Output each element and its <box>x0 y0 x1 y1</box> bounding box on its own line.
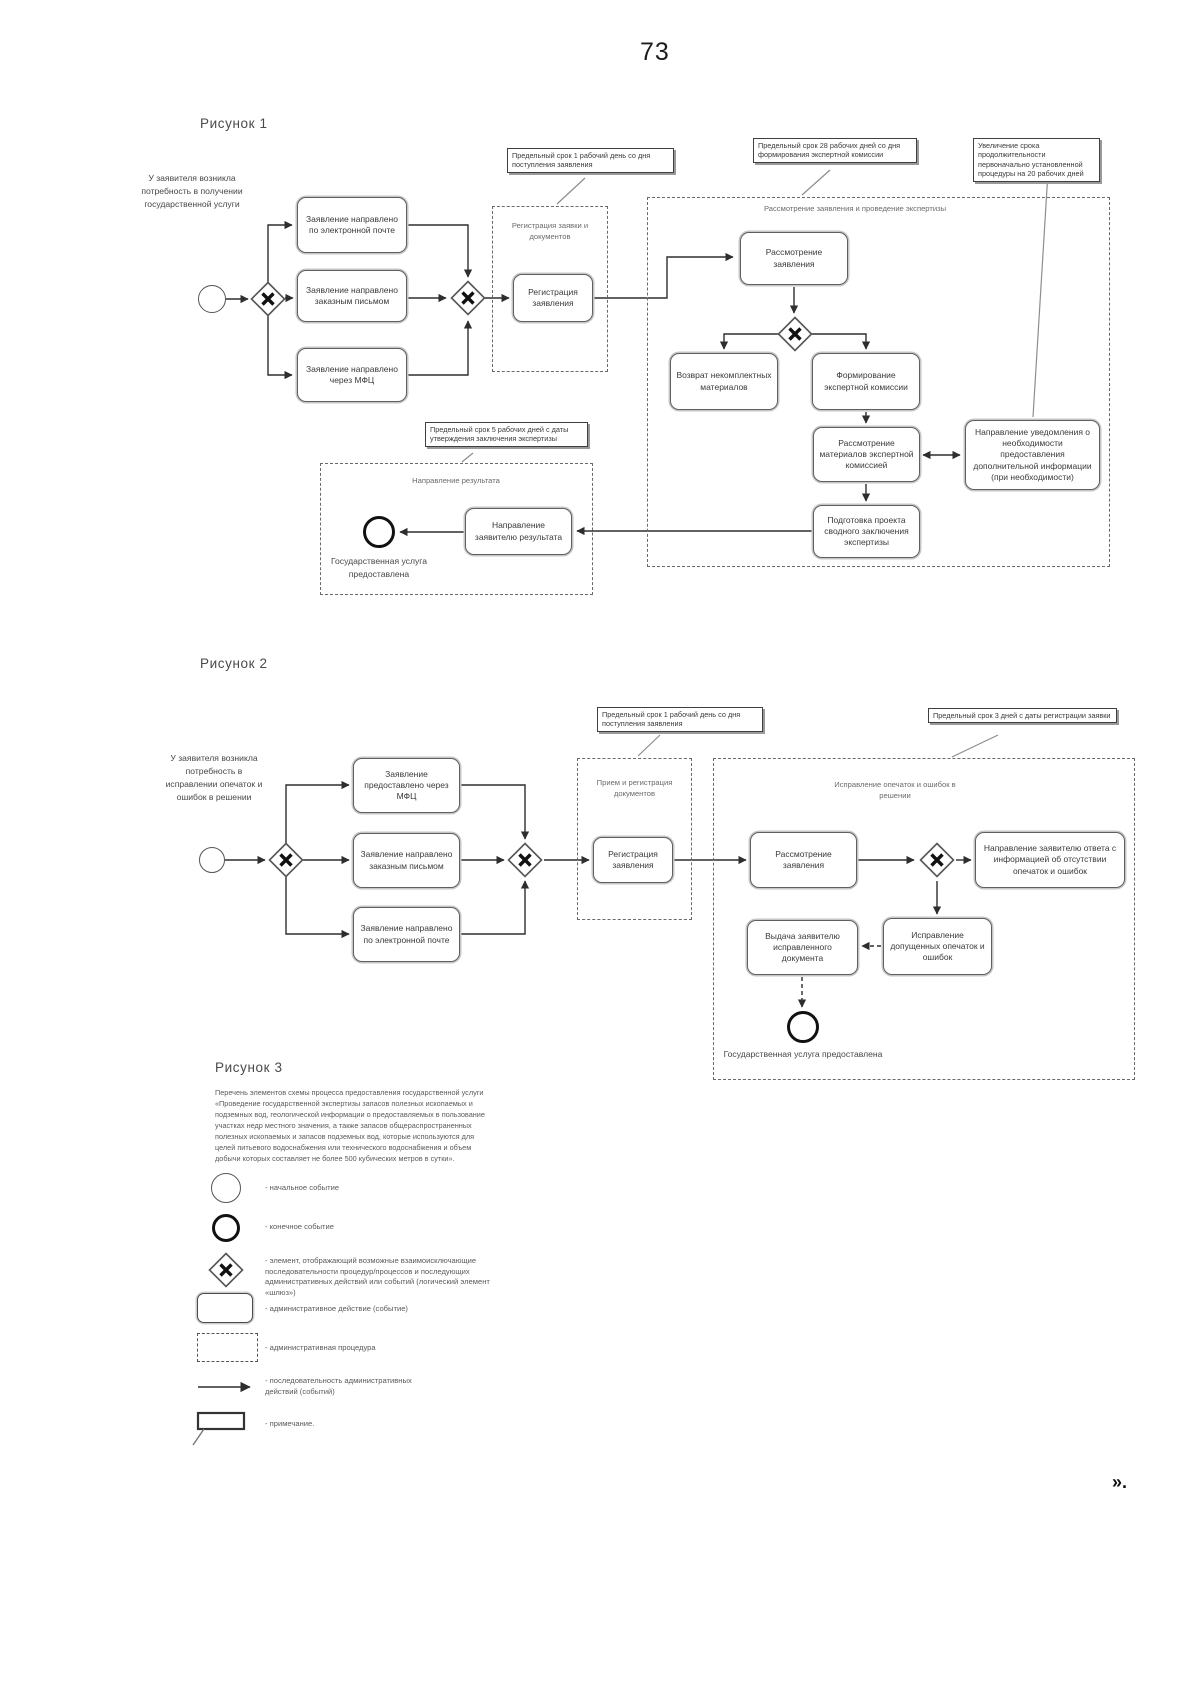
group-send-result-title: Направление результата <box>412 476 500 485</box>
task-application-mfc: Заявление предоставлено через МФЦ <box>353 758 460 813</box>
page-number: 73 <box>640 38 670 66</box>
callout-commission-deadline: Предельный срок 28 рабочих дней со дня ф… <box>753 138 917 163</box>
xor-gateway-icon <box>450 280 486 316</box>
legend-note-icon <box>192 1411 246 1446</box>
task-review-application: Рассмотрение заявления <box>750 832 857 888</box>
group-registration-title: Регистрация заявки и документов <box>511 221 589 241</box>
task-notice-additional-info: Направление уведомления о необходимости … <box>965 420 1100 490</box>
legend-start-event-icon <box>211 1173 241 1203</box>
figure-1-diagram: Рисунок 1 У заявителя возникла потребнос… <box>130 100 1140 620</box>
figure-1-actor-note: У заявителя возникла потребность в получ… <box>141 173 243 209</box>
figure-2-actor-note: У заявителя возникла потребность в испра… <box>165 753 263 802</box>
group-correction-title: Исправление опечаток и ошибок в решении <box>834 780 956 800</box>
figure-2-caption: Рисунок 2 <box>200 656 268 671</box>
callout-extension-deadline: Увеличение срока продолжительности перво… <box>973 138 1100 182</box>
start-event <box>199 847 225 873</box>
callout-result-deadline: Предельный срок 5 рабочих дней с даты ут… <box>425 422 588 447</box>
xor-gateway-merge <box>507 842 543 878</box>
xor-gateway-merge <box>450 280 486 316</box>
task-return-materials: Возврат некомплектных материалов <box>670 353 778 410</box>
legend-action-icon <box>197 1293 253 1323</box>
figure-2-connectors <box>225 734 999 1008</box>
legend-note-label: - примечание. <box>265 1419 315 1428</box>
group-registration-title: Прием и регистрация документов <box>596 778 673 798</box>
legend-start-event-label: - начальное событие <box>265 1183 340 1192</box>
task-form-commission: Формирование экспертной комиссии <box>812 353 920 410</box>
group-correction <box>713 758 1135 1080</box>
xor-gateway-icon <box>507 842 543 878</box>
figure-1-caption: Рисунок 1 <box>200 116 268 131</box>
task-application-email: Заявление направлено по электронной почт… <box>353 907 460 962</box>
task-application-email: Заявление направлено по электронной почт… <box>297 197 407 253</box>
xor-gateway-icon <box>208 1252 244 1288</box>
xor-gateway-icon <box>919 842 955 878</box>
figure-2-diagram: Рисунок 2 У заявителя возникла потребнос… <box>130 640 1150 1110</box>
xor-gateway-review <box>777 316 813 352</box>
figure-3-legend: Рисунок 3 Перечень элементов схемы проце… <box>130 1040 1080 1470</box>
legend-xor-gateway-icon <box>208 1252 244 1288</box>
task-application-mail: Заявление направлено заказным письмом <box>297 270 407 322</box>
group-review <box>647 197 1110 567</box>
group-review-title: Рассмотрение заявления и проведение эксп… <box>763 204 947 213</box>
end-event <box>787 1011 819 1043</box>
xor-gateway-icon <box>250 281 286 317</box>
figure-2-end-note: Государственная услуга предоставлена <box>723 1049 883 1059</box>
legend-procedure-label: - административная процедура <box>265 1343 376 1352</box>
figure-3-intro: Перечень элементов схемы процесса предос… <box>215 1088 485 1163</box>
group-registration <box>577 758 692 920</box>
task-issue-document: Выдача заявителю исправленного документа <box>747 920 858 975</box>
legend-action-label: - административное действие (событие) <box>265 1304 408 1313</box>
end-event <box>363 516 395 548</box>
task-review-materials: Рассмотрение материалов экспертной комис… <box>813 427 920 482</box>
task-fix-errors: Исправление допущенных опечаток и ошибок <box>883 918 992 975</box>
group-send-result <box>320 463 593 595</box>
legend-end-event-icon <box>212 1214 240 1242</box>
figure-1-connectors <box>226 169 1049 537</box>
callout-registration-deadline: Предельный срок 1 рабочий день со дня по… <box>507 148 674 173</box>
task-registration: Регистрация заявления <box>593 837 673 883</box>
callout-correction-deadline: Предельный срок 3 дней с даты регистраци… <box>928 708 1117 724</box>
xor-gateway-split <box>268 842 304 878</box>
task-registration: Регистрация заявления <box>513 274 593 322</box>
callout-registration-deadline: Предельный срок 1 рабочий день со дня по… <box>597 707 763 732</box>
task-application-mail: Заявление направлено заказным письмом <box>353 833 460 888</box>
closing-quote-mark: ». <box>1112 1472 1128 1492</box>
task-send-result: Направление заявителю результата <box>465 508 572 555</box>
legend-sequence-flow-icon <box>198 1381 251 1393</box>
start-event <box>198 285 226 313</box>
xor-gateway-icon <box>777 316 813 352</box>
xor-gateway-icon <box>268 842 304 878</box>
xor-gateway-decision <box>919 842 955 878</box>
task-review-application: Рассмотрение заявления <box>740 232 848 285</box>
legend-end-event-label: - конечное событие <box>265 1222 334 1231</box>
task-application-mfc: Заявление направлено через МФЦ <box>297 348 407 402</box>
group-registration <box>492 206 608 372</box>
figure-1-end-note: Государственная услуга предоставлена <box>330 556 428 579</box>
task-draft-conclusion: Подготовка проекта сводного заключения э… <box>813 505 920 558</box>
xor-gateway-split <box>250 281 286 317</box>
legend-sequence-flow-label: - последовательность административных де… <box>265 1376 412 1396</box>
legend-procedure-icon <box>197 1333 258 1362</box>
legend-xor-gateway-label: - элемент, отображающий возможные взаимо… <box>265 1256 490 1297</box>
task-no-errors-reply: Направление заявителю ответа с информаци… <box>975 832 1125 888</box>
figure-3-caption: Рисунок 3 <box>215 1060 283 1075</box>
